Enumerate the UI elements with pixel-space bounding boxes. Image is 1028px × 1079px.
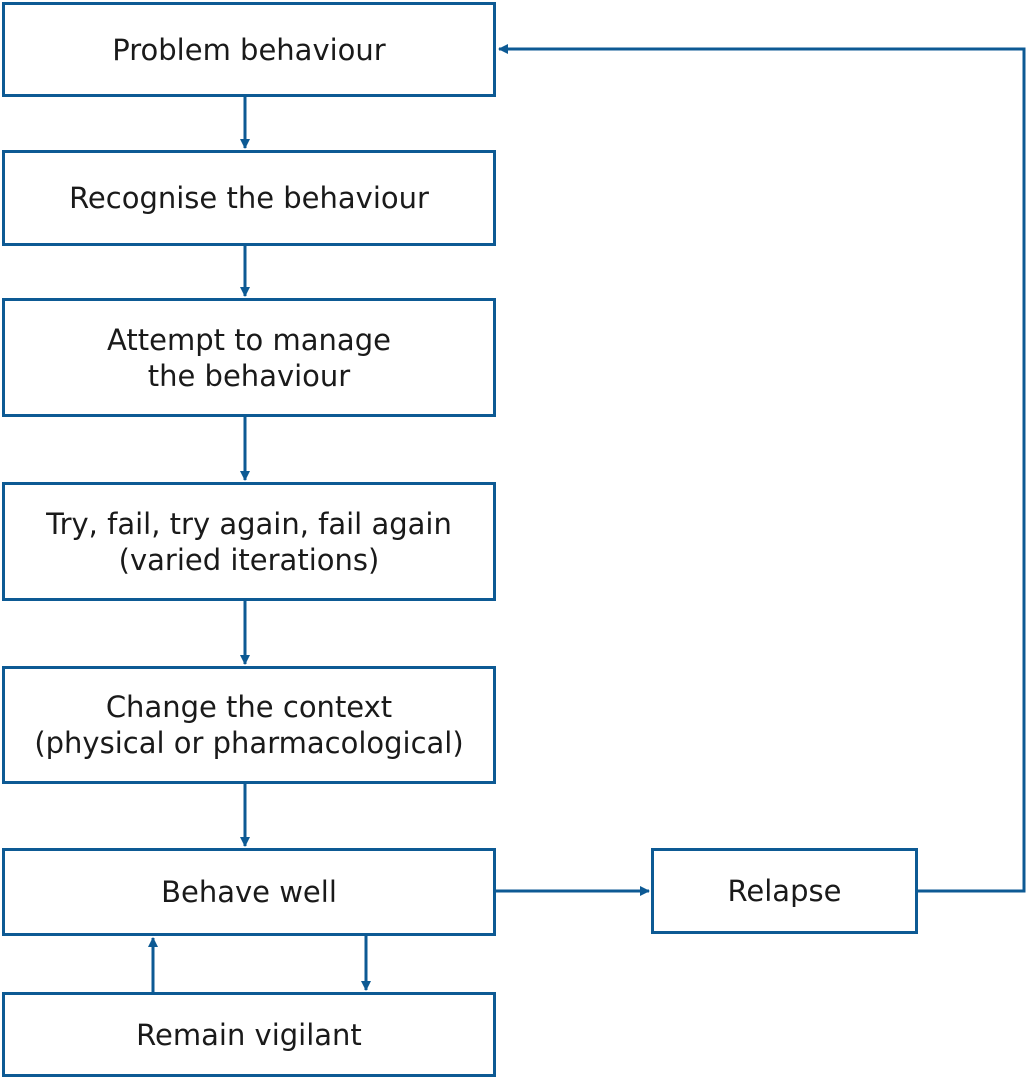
node-attempt-to-manage: Attempt to manage the behaviour [2, 298, 496, 417]
node-behave-well-label: Behave well [161, 875, 337, 909]
node-change-context: Change the context (physical or pharmaco… [2, 666, 496, 784]
node-problem-behaviour: Problem behaviour [2, 2, 496, 97]
node-try-fail: Try, fail, try again, fail again (varied… [2, 482, 496, 601]
node-remain-vigilant: Remain vigilant [2, 992, 496, 1077]
node-problem-behaviour-label: Problem behaviour [112, 32, 386, 67]
node-recognise-behaviour-label: Recognise the behaviour [69, 181, 429, 215]
node-try-fail-label-line-1: Try, fail, try again, fail again [46, 506, 452, 541]
node-try-fail-label-line-2: (varied iterations) [118, 542, 380, 577]
node-remain-vigilant-label: Remain vigilant [136, 1017, 362, 1052]
node-relapse-label: Relapse [727, 874, 842, 908]
node-behave-well: Behave well [2, 848, 496, 936]
node-change-context-label-line-1: Change the context [105, 690, 393, 724]
node-attempt-to-manage-label-line-1: Attempt to manage [107, 322, 391, 357]
node-attempt-to-manage-label-line-2: the behaviour [147, 358, 351, 393]
node-relapse: Relapse [651, 848, 918, 934]
node-change-context-label-line-2: (physical or pharmacological) [34, 726, 464, 760]
node-recognise-behaviour: Recognise the behaviour [2, 150, 496, 246]
edges [148, 44, 1026, 992]
arrow-relapse-to-problem-behaviour [498, 44, 1026, 893]
